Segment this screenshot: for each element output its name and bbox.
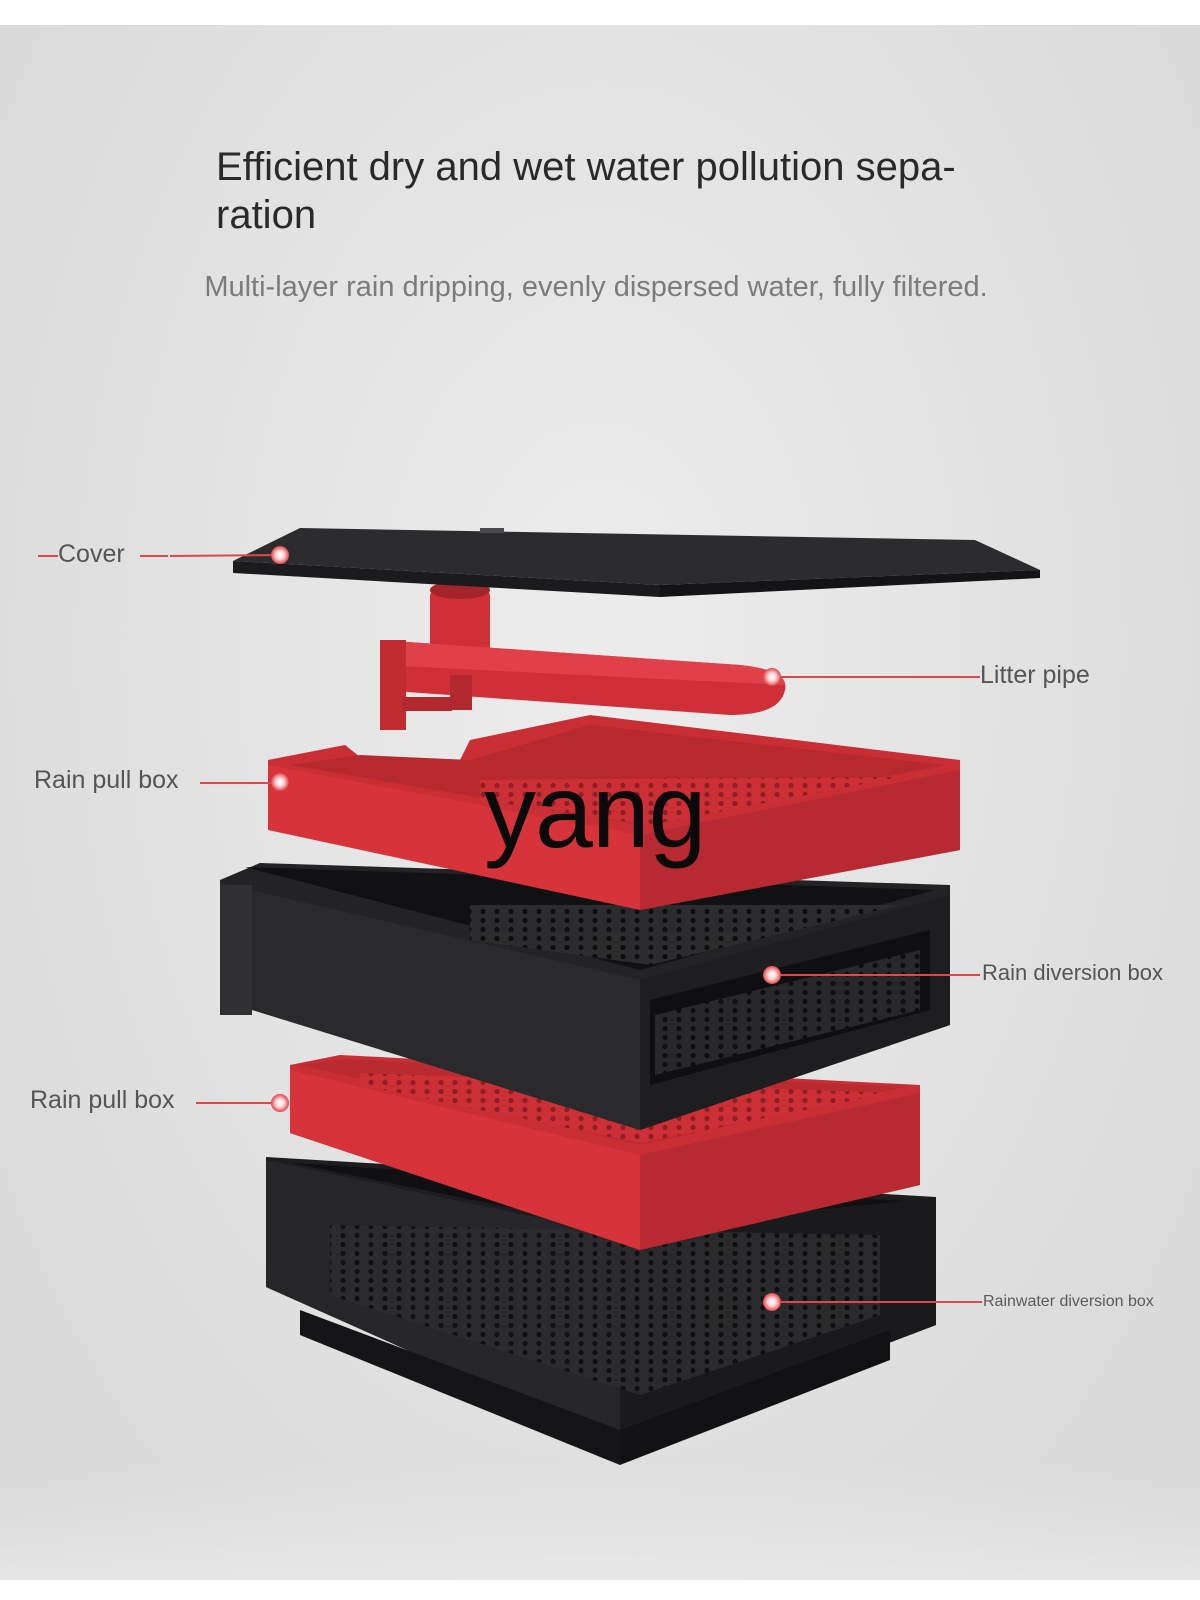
callout-lines bbox=[38, 554, 982, 1303]
callout-dots bbox=[271, 546, 781, 1311]
rain-pull-box-upper-part bbox=[268, 715, 960, 910]
label-rainwater-diversion-box: Rainwater diversion box bbox=[983, 1293, 1154, 1310]
label-rain-pull-box-upper: Rain pull box bbox=[34, 766, 179, 794]
litter-pipe-part bbox=[380, 581, 786, 730]
label-litter-pipe: Litter pipe bbox=[980, 661, 1090, 689]
product-stage: Efficient dry and wet water pollution se… bbox=[0, 25, 1200, 1580]
label-rain-pull-box-lower: Rain pull box bbox=[30, 1086, 175, 1114]
rain-diversion-box-part bbox=[220, 863, 950, 1130]
watermark-text: yang bbox=[484, 754, 707, 870]
page-subtitle: Multi-layer rain dripping, evenly disper… bbox=[204, 271, 988, 303]
exploded-product-illustration bbox=[38, 528, 1040, 1465]
page-title: Efficient dry and wet water pollution se… bbox=[216, 145, 956, 237]
label-rain-diversion-box: Rain diversion box bbox=[982, 960, 1163, 985]
cover-part bbox=[233, 528, 1040, 597]
label-cover: Cover bbox=[58, 540, 125, 568]
floor-fade bbox=[0, 1460, 1200, 1580]
